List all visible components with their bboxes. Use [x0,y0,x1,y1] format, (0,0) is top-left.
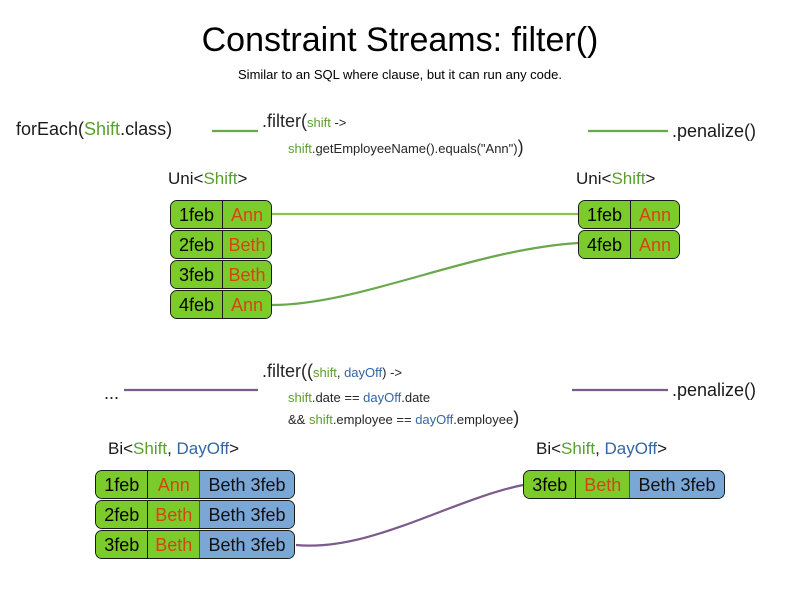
bi-source-label: ... [104,383,120,403]
uni-left-card-4[interactable]: 4feb Ann [170,290,272,319]
uni-right-type-prefix: Uni< [576,169,612,188]
bi-filter-l2-var1: shift [288,390,312,405]
card-employee: Beth [221,231,271,258]
card-dayoff: Beth 3feb [198,471,294,498]
uni-filter-line2: shift.getEmployeeName().equals("Ann")) [288,137,524,157]
card-employee: Beth [147,531,199,558]
bi-left-stream-type: Bi<Shift, DayOff> [108,438,239,459]
card-date: 1feb [96,471,148,498]
card-date: 1feb [171,201,222,228]
bi-filter-param1: shift [313,365,337,380]
bi-filter-l2-var2: dayOff [363,390,402,405]
card-date: 3feb [171,261,222,288]
card-dayoff: Beth 3feb [198,531,294,558]
uni-filter-line1: .filter(shift -> [262,110,346,132]
card-dayoff: Beth 3feb [628,471,724,498]
card-employee: Ann [221,291,271,318]
page-title: Constraint Streams: filter() [201,21,599,59]
card-employee: Ann [147,471,199,498]
bi-filter-l2-end: .date [401,390,431,405]
bi-right-type-comma: , [595,439,605,458]
bi-filter-l3-pre: && [288,412,309,427]
bi-right-type-name1: Shift [561,439,596,458]
uni-left-card-1[interactable]: 1feb Ann [170,200,272,229]
uni-filter-body: .getEmployeeName().equals("Ann") [311,141,518,156]
uni-right-type-name: Shift [611,169,646,188]
bi-penalize-label: .penalize() [672,380,757,400]
bi-right-type-suffix: > [657,439,668,458]
bi-right-type-name2: DayOff [604,439,658,458]
uni-left-card-2[interactable]: 2feb Beth [170,230,272,259]
bi-filter-param2: dayOff [344,365,383,380]
card-date: 1feb [579,201,630,228]
foreach-suffix: .class) [120,119,173,139]
card-date: 3feb [524,471,576,498]
card-dayoff: Beth 3feb [198,501,294,528]
bi-left-type-name1: Shift [133,439,168,458]
bi-right-type-prefix: Bi< [536,439,562,458]
bi-filter-arrow: ) -> [382,365,403,380]
card-employee: Beth [575,471,629,498]
page-subtitle: Similar to an SQL where clause, but it c… [238,67,562,82]
bi-filter-prefix: .filter(( [262,361,313,381]
bi-filter-line2: shift.date == dayOff.date [288,389,430,406]
card-employee: Ann [629,231,679,258]
uni-filter-close-paren: ) [517,137,524,157]
foreach-prefix: forEach( [16,119,85,139]
bi-left-type-prefix: Bi< [108,439,134,458]
uni-left-type-prefix: Uni< [168,169,204,188]
foreach-source-label: forEach(Shift.class) [16,118,172,140]
card-employee: Ann [629,201,679,228]
bi-filter-line1: .filter((shift, dayOff) -> [262,360,402,382]
uni-left-stream-type: Uni<Shift> [168,168,247,189]
bi-right-stream-type: Bi<Shift, DayOff> [536,438,667,459]
bi-filter-l3-var1: shift [308,412,333,427]
card-employee: Beth [147,501,199,528]
uni-left-type-suffix: > [237,169,248,188]
bi-filter-close-paren: ) [513,408,520,428]
uni-filter-var: shift [288,141,312,156]
card-date: 2feb [171,231,222,258]
uni-right-card-1[interactable]: 1feb Ann [578,200,680,229]
uni-right-stream-type: Uni<Shift> [576,168,655,189]
uni-right-card-2[interactable]: 4feb Ann [578,230,680,259]
uni-right-type-suffix: > [645,169,656,188]
bi-left-card-2[interactable]: 2feb Beth Beth 3feb [95,500,295,529]
bi-filter-l2-mid: .date == [311,390,364,405]
uni-filter-prefix: .filter( [262,111,307,131]
card-date: 4feb [171,291,222,318]
card-employee: Beth [221,261,271,288]
uni-filter-param: shift [307,115,331,130]
card-date: 3feb [96,531,148,558]
bi-right-card-1[interactable]: 3feb Beth Beth 3feb [523,470,725,499]
uni-filter-arrow: -> [330,115,347,130]
bi-filter-line3: && shift.employee == dayOff.employee) [288,408,520,428]
bi-left-type-suffix: > [229,439,240,458]
card-date: 2feb [96,501,148,528]
bi-filter-l3-end: .employee [453,412,514,427]
bi-filter-l3-var2: dayOff [415,412,454,427]
bi-left-type-comma: , [167,439,177,458]
card-date: 4feb [579,231,630,258]
uni-penalize-label: .penalize() [672,121,757,141]
bi-left-type-name2: DayOff [176,439,230,458]
bi-filter-l3-mid: .employee == [332,412,416,427]
card-employee: Ann [221,201,271,228]
bi-filter-comma: , [336,365,345,380]
uni-left-type-name: Shift [203,169,238,188]
bi-left-card-1[interactable]: 1feb Ann Beth 3feb [95,470,295,499]
uni-left-card-3[interactable]: 3feb Beth [170,260,272,289]
foreach-type: Shift [84,119,121,139]
bi-left-card-3[interactable]: 3feb Beth Beth 3feb [95,530,295,559]
